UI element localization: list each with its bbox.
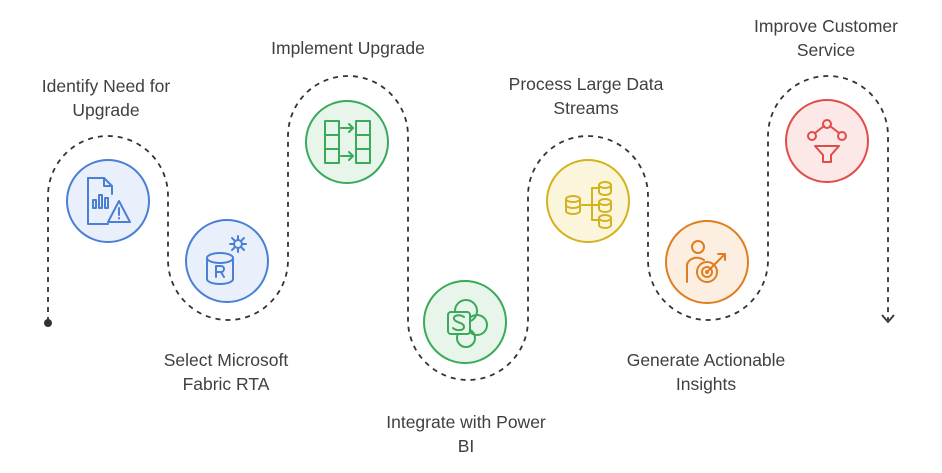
path-end-arrow (881, 314, 895, 324)
step-generate-insights (665, 220, 749, 304)
label-generate-insights: Generate Actionable Insights (626, 350, 786, 394)
network-funnel-icon (807, 119, 847, 163)
step-process-data-streams (546, 159, 630, 243)
step-2-circle (185, 219, 269, 303)
step-7-circle (785, 99, 869, 183)
step-3-circle (305, 100, 389, 184)
report-warning-icon (87, 177, 131, 225)
label-integrate-power-bi: Integrate with Power BI (386, 412, 546, 456)
label-identify-need: Identify Need for Upgrade (41, 76, 171, 120)
step-integrate-power-bi (423, 280, 507, 364)
step-identify-need (66, 159, 150, 243)
label-select-fabric: Select Microsoft Fabric RTA (163, 350, 289, 394)
transfer-columns-icon (324, 120, 371, 164)
sharepoint-icon (447, 299, 488, 348)
step-5-circle (546, 159, 630, 243)
step-implement-upgrade (305, 100, 389, 184)
label-implement-upgrade: Implement Upgrade (271, 38, 425, 58)
label-improve-service: Improve Customer Service (754, 16, 898, 60)
database-r-icon (206, 235, 247, 285)
path-start-dot (44, 319, 52, 327)
dashed-path (47, 75, 889, 381)
person-target-icon (686, 240, 726, 283)
database-flow-icon (565, 181, 612, 229)
step-improve-service (785, 99, 869, 183)
step-select-fabric (185, 219, 269, 303)
label-process-data-streams: Process Large Data Streams (508, 74, 664, 118)
